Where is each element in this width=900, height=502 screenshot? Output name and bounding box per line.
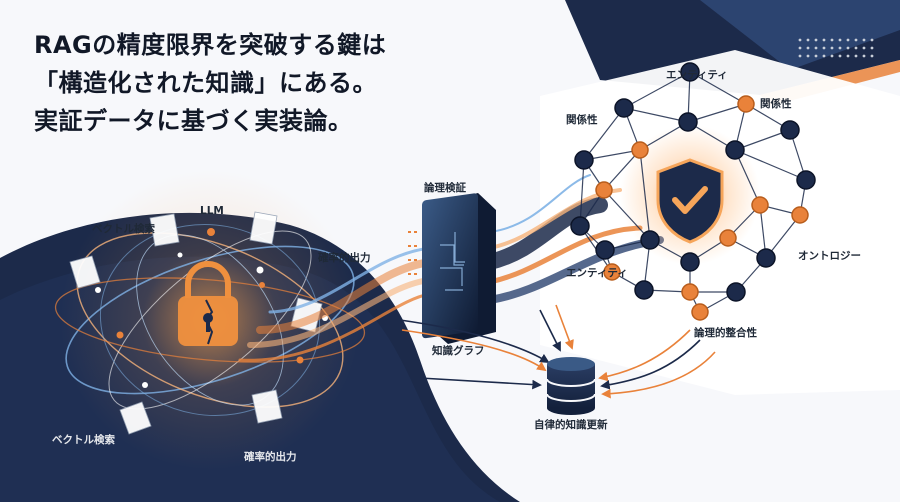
grid-dot: [838, 54, 842, 58]
grid-dot: [854, 46, 858, 50]
graph-node-navy: [726, 282, 746, 302]
grid-dot: [806, 38, 810, 42]
graph-node-orange: [603, 263, 621, 281]
graph-edge: [603, 189, 651, 241]
label-llm: LLM: [200, 205, 224, 217]
graph-edge: [583, 107, 625, 161]
grid-dot: [854, 54, 858, 58]
grid-dot: [846, 46, 850, 50]
graph-edge: [579, 159, 585, 227]
graph-node-orange: [719, 229, 737, 247]
label-logical-consistency: 論理的整合性: [694, 327, 757, 339]
graph-node-orange: [631, 141, 649, 159]
graph-node-navy: [574, 150, 594, 170]
grid-dot: [838, 46, 842, 50]
grid-dot: [862, 38, 866, 42]
graph-node-orange: [751, 196, 769, 214]
broken-padlock-icon: [178, 261, 238, 346]
graph-node-orange: [595, 181, 613, 199]
graph-node-navy: [796, 170, 816, 190]
arrows-to-database: [399, 304, 716, 399]
grid-dot: [814, 46, 818, 50]
label-entity-bottom: エンティティ: [566, 267, 628, 279]
grid-dot: [830, 54, 834, 58]
grid-dot: [846, 38, 850, 42]
grid-dot: [838, 38, 842, 42]
grid-dot: [822, 54, 826, 58]
graph-node-navy: [780, 120, 800, 140]
label-probabilistic-output-top: 確率的出力: [318, 252, 371, 264]
grid-dot: [854, 38, 858, 42]
graph-node-navy: [595, 240, 615, 260]
grid-dot: [862, 46, 866, 50]
grid-dot: [814, 38, 818, 42]
grid-dot: [806, 46, 810, 50]
graph-node-navy: [680, 252, 700, 272]
graph-node-navy: [640, 230, 660, 250]
graph-edge: [689, 71, 747, 105]
graph-node-navy: [614, 98, 634, 118]
graph-node-navy: [725, 140, 745, 160]
graph-node-orange: [691, 303, 709, 321]
graph-node-orange: [681, 283, 699, 301]
grid-dot: [870, 54, 874, 58]
graph-edge: [734, 149, 761, 206]
grid-dot: [830, 38, 834, 42]
data-flow-streams: [238, 174, 664, 362]
database-icon: [546, 357, 596, 415]
label-vector-search-bottom: ベクトル検索: [52, 434, 115, 446]
headline-line-1: RAGの精度限界を突破する鍵は: [34, 31, 387, 59]
headline: RAGの精度限界を突破する鍵は 「構造化された知識」にある。 実証データに基づく…: [34, 26, 386, 140]
graph-node-navy: [570, 216, 590, 236]
graph-node-navy: [634, 280, 654, 300]
headline-line-2: 「構造化された知識」にある。: [34, 69, 377, 97]
knowledge-graph: [570, 62, 816, 321]
label-autonomous-knowledge-update: 自律的知識更新: [534, 419, 608, 431]
grid-dot: [806, 54, 810, 58]
graph-edge: [623, 107, 689, 123]
grid-dot: [798, 54, 802, 58]
grid-dot: [862, 54, 866, 58]
graph-node-orange: [737, 95, 755, 113]
grid-dot: [822, 38, 826, 42]
label-relation-left: 関係性: [566, 114, 598, 126]
grid-dot: [814, 54, 818, 58]
graph-edge: [623, 71, 691, 109]
grid-dot: [798, 46, 802, 50]
headline-line-3: 実証データに基づく実装論。: [34, 107, 353, 135]
label-entity-top: エンティティ: [666, 69, 728, 81]
graph-edge: [603, 149, 641, 191]
grid-dot: [798, 38, 802, 42]
top-right-accent-band: [700, 0, 900, 70]
graph-edge: [687, 103, 747, 123]
graph-node-navy: [756, 248, 776, 268]
label-relation-right: 関係性: [760, 98, 792, 110]
label-vector-search-top: ベクトル検索: [92, 223, 155, 235]
graph-edge: [734, 129, 791, 151]
label-probabilistic-output-bottom: 確率的出力: [244, 451, 297, 463]
grid-dot: [846, 54, 850, 58]
grid-dot: [870, 38, 874, 42]
label-knowledge-graph: 知識グラフ: [432, 345, 485, 357]
graph-edge: [734, 149, 807, 181]
shield-check-icon: [656, 158, 724, 244]
grid-dot: [870, 46, 874, 50]
label-logic-verification: 論理検証: [424, 182, 466, 194]
grid-dot: [822, 46, 826, 50]
label-ontology: オントロジー: [798, 250, 861, 262]
graph-node-navy: [678, 112, 698, 132]
graph-node-orange: [791, 206, 809, 224]
dot-grid-decoration: [798, 38, 874, 58]
graph-node-navy: [680, 62, 700, 82]
grid-dot: [830, 46, 834, 50]
graph-edge: [639, 149, 651, 241]
logic-verification-gate: [408, 193, 496, 344]
